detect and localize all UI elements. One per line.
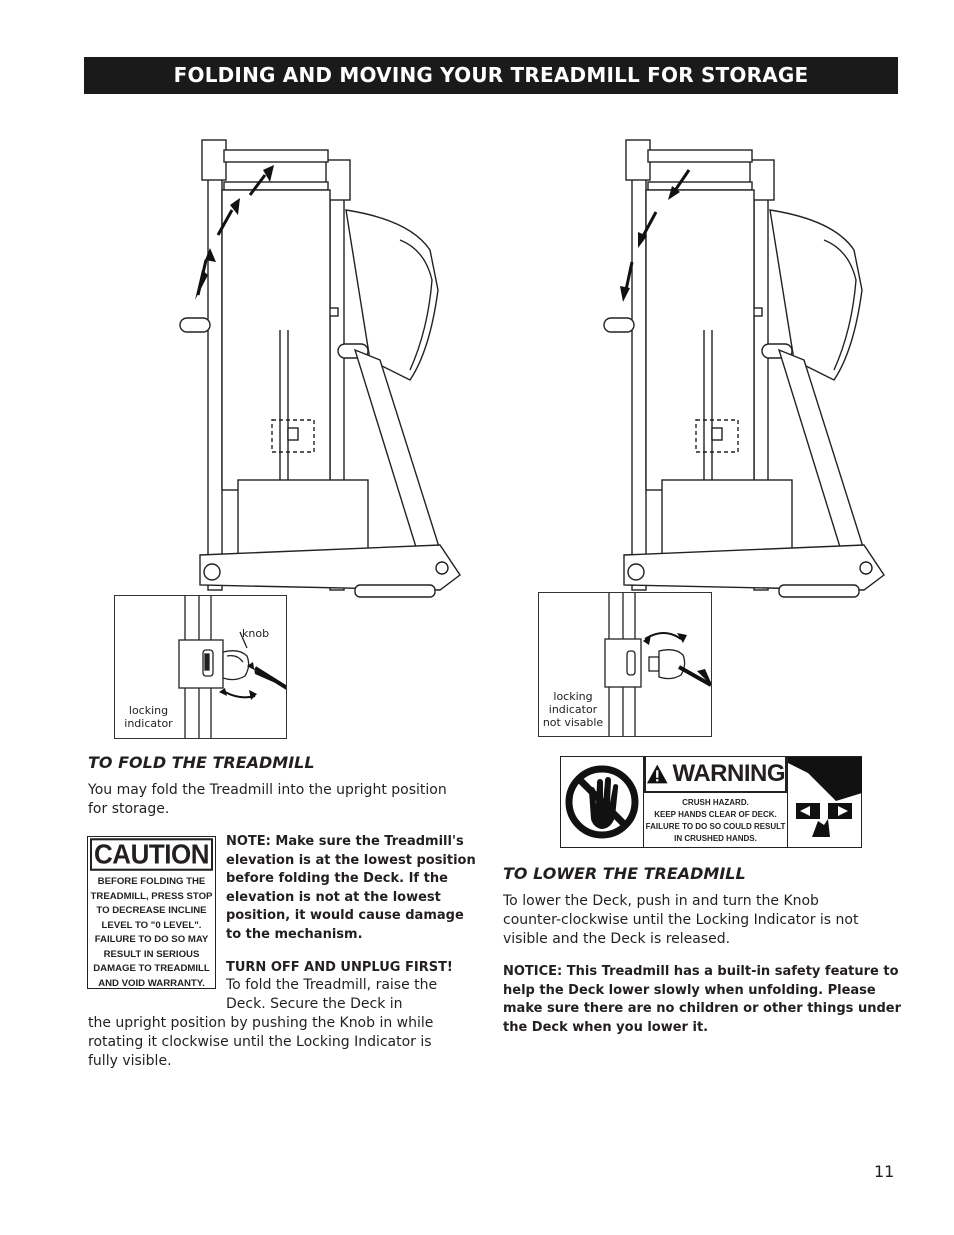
caution-text: BEFORE FOLDING THE TREADMILL, PRESS STOP… (88, 872, 215, 991)
fold-intro-line-2: for storage. (88, 801, 170, 817)
fold-note-line: elevation is at the lowest position (226, 852, 476, 868)
fold-instructions-short: To fold the Treadmill, raise the Deck. S… (226, 976, 476, 1014)
locking-indicator-label: locking indicator (121, 704, 176, 730)
warning-line: IN CRUSHED HANDS. (674, 834, 757, 843)
fold-instr-line: fully visible. (88, 1053, 172, 1069)
fold-intro-line-1: You may fold the Treadmill into the upri… (88, 782, 447, 798)
lower-line: visible and the Deck is released. (503, 931, 731, 947)
treadmill-fold-illustration (179, 139, 461, 598)
fold-heading: TO FOLD THE TREADMILL (88, 753, 315, 772)
locking-indicator-label-line-2: indicator (548, 703, 598, 716)
locking-indicator-label-line-2: indicator (124, 717, 173, 730)
warning-header: WARNING (644, 757, 787, 793)
crush-hazard-icon (788, 757, 862, 837)
lower-line: To lower the Deck, push in and turn the … (503, 893, 819, 909)
fold-instr-line: To fold the Treadmill, raise the (226, 977, 438, 993)
warning-text: CRUSH HAZARD. KEEP HANDS CLEAR OF DECK. … (644, 793, 787, 845)
warning-label: WARNING CRUSH HAZARD. KEEP HANDS CLEAR O… (560, 756, 862, 848)
locking-indicator-label-line-1: locking (128, 704, 169, 717)
fold-instr-line: Deck. Secure the Deck in (226, 996, 403, 1012)
caution-line: AND VOID WARRANTY. (98, 977, 205, 989)
no-hands-symbol (561, 757, 644, 847)
knob-detail-inset-left: knob locking indicator (114, 595, 287, 739)
notice-line: make sure there are no children or other… (503, 1001, 901, 1016)
fold-instr-line: the upright position by pushing the Knob… (88, 1015, 434, 1031)
section-title-banner: FOLDING AND MOVING YOUR TREADMILL FOR ST… (84, 57, 898, 94)
caution-title: CAUTION (90, 838, 213, 871)
warning-line: FAILURE TO DO SO COULD RESULT (645, 822, 786, 831)
caution-line: RESULT IN SERIOUS (103, 948, 200, 960)
warning-title: WARNING (672, 760, 786, 787)
prohibited-hand-icon (565, 765, 639, 839)
locking-indicator-label-line-3: not visable (542, 716, 604, 729)
lower-line: counter-clockwise until the Locking Indi… (503, 912, 859, 928)
treadmill-lower-illustration (603, 139, 885, 598)
knob-label: knob (242, 627, 270, 640)
warning-line: CRUSH HAZARD. (682, 798, 749, 807)
fold-note-line: elevation is not at the lowest (226, 889, 441, 905)
caution-line: TREADMILL, PRESS STOP (90, 890, 213, 902)
notice-line: help the Deck lower slowly when unfoldin… (503, 982, 876, 998)
page-number: 11 (874, 1162, 895, 1181)
notice-line: NOTICE: This Treadmill has a built-in sa… (503, 964, 899, 979)
knob-detail-inset-right: locking indicator not visable (538, 592, 712, 737)
crush-hazard-symbol (787, 757, 862, 847)
caution-line: TO DECREASE INCLINE (96, 905, 207, 916)
lower-heading: TO LOWER THE TREADMILL (503, 864, 746, 883)
caution-line: LEVEL TO "0 LEVEL". (101, 919, 202, 931)
fold-note-line: NOTE: Make sure the Treadmill's (226, 834, 464, 849)
notice-line: the Deck when you lower it. (503, 1019, 709, 1035)
caution-line: BEFORE FOLDING THE (97, 876, 206, 887)
fold-note-line: to the mechanism. (226, 926, 363, 942)
fold-intro: You may fold the Treadmill into the upri… (88, 781, 488, 819)
caution-line: FAILURE TO DO SO MAY (94, 934, 209, 945)
fold-note-line: before folding the Deck. If the (226, 871, 448, 886)
knob-locked-illustration (178, 596, 286, 738)
locking-indicator-not-visible-label: locking indicator not visable (541, 690, 605, 729)
locking-indicator-label-line-1: locking (553, 690, 593, 703)
fold-note: NOTE: Make sure the Treadmill's elevatio… (226, 833, 476, 944)
caution-line: DAMAGE TO TREADMILL (93, 963, 210, 974)
fold-instructions-full: the upright position by pushing the Knob… (88, 1014, 488, 1071)
knob-unlocked-illustration (604, 593, 711, 736)
warning-triangle-icon (646, 764, 668, 784)
warning-line: KEEP HANDS CLEAR OF DECK. (654, 810, 777, 819)
warning-text-panel: WARNING CRUSH HAZARD. KEEP HANDS CLEAR O… (644, 757, 787, 847)
caution-label: CAUTION BEFORE FOLDING THE TREADMILL, PR… (87, 836, 216, 989)
fold-note-line: position, it would cause damage (226, 908, 464, 923)
lower-notice: NOTICE: This Treadmill has a built-in sa… (503, 963, 903, 1037)
fold-instr-line: rotating it clockwise until the Locking … (88, 1034, 432, 1050)
lower-instructions: To lower the Deck, push in and turn the … (503, 892, 903, 949)
turn-off-warning: TURN OFF AND UNPLUG FIRST! (226, 960, 453, 975)
